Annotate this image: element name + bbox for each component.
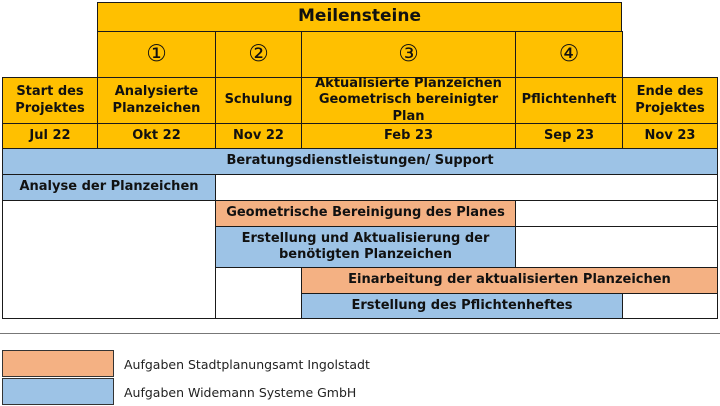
divider: [0, 333, 720, 334]
task-bar-symbol-integration: Einarbeitung der aktualisierten Planzeic…: [301, 267, 718, 294]
task-row-empty: [515, 200, 718, 227]
milestone-number-2: ②: [215, 31, 302, 78]
phase-label-start: Start des Projektes: [2, 77, 98, 124]
task-bar-symbol-analysis: Analyse der Planzeichen: [2, 174, 216, 201]
phase-label-analysed-symbols: Analysierte Planzeichen: [97, 77, 216, 124]
phase-label-updated-symbols: Aktualisierte Planzeichen Geometrisch be…: [301, 76, 516, 124]
phase-date-specification: Sep 23: [515, 123, 623, 149]
task-bar-specification: Erstellung des Pflichtenheftes: [301, 293, 623, 319]
phase-label-end: Ende des Projektes: [622, 77, 718, 124]
task-row-empty: [515, 226, 718, 268]
phase-label-training: Schulung: [215, 77, 302, 124]
phase-date-end: Nov 23: [622, 123, 718, 149]
phase-date-training: Nov 22: [215, 123, 302, 149]
milestones-title: Meilensteine: [97, 2, 622, 32]
phase-date-analysed-symbols: Okt 22: [97, 123, 216, 149]
phase-date-start: Jul 22: [2, 123, 98, 149]
legend-swatch-widemann: [2, 378, 114, 405]
task-row-empty: [215, 174, 718, 201]
task-bar-consulting-support: Beratungsdienstleistungen/ Support: [2, 148, 718, 175]
milestone-number-3: ③: [301, 31, 516, 78]
task-row-empty: [622, 293, 718, 319]
phase-label-specification: Pflichtenheft: [515, 77, 623, 124]
task-bar-symbol-creation: Erstellung und Aktualisierung der benöti…: [215, 226, 516, 268]
legend-label-widemann: Aufgaben Widemann Systeme GmbH: [124, 385, 357, 400]
milestone-number-4: ④: [515, 31, 623, 78]
task-row-empty: [215, 267, 302, 319]
task-bar-geometric-cleanup: Geometrische Bereinigung des Planes: [215, 200, 516, 227]
legend-swatch-stadt: [2, 350, 114, 377]
milestone-number-1: ①: [97, 31, 216, 78]
phase-date-updated-symbols: Feb 23: [301, 123, 516, 149]
task-row-empty: [2, 200, 216, 319]
legend-label-stadt: Aufgaben Stadtplanungsamt Ingolstadt: [124, 357, 370, 372]
